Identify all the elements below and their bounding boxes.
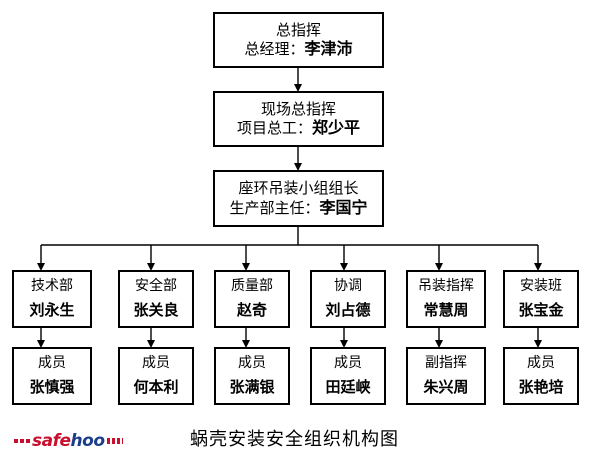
logo-tail <box>106 438 123 444</box>
commander-title: 总指挥 <box>275 20 321 39</box>
dept-title: 吊装指挥 <box>418 277 474 294</box>
dept-lead: 刘永生 <box>29 301 75 320</box>
commander-box: 总指挥 总经理：李津沛 <box>213 12 384 68</box>
dept-box-technical: 技术部 刘永生 <box>12 270 92 328</box>
member-name: 田廷峡 <box>325 378 371 397</box>
member-role: 成员 <box>527 354 555 371</box>
member-name: 张慎强 <box>29 378 75 397</box>
dept-box-lifting-command: 吊装指挥 常慧周 <box>406 270 486 328</box>
group-leader-name: 李国宁 <box>319 197 368 217</box>
dept-title: 协调 <box>334 277 362 294</box>
dept-lead: 赵奇 <box>236 301 267 320</box>
logo-dots <box>14 439 30 443</box>
member-box-coordination: 成员 田廷峡 <box>310 347 386 405</box>
dept-title: 技术部 <box>31 277 73 294</box>
dept-box-safety: 安全部 张关良 <box>118 270 194 328</box>
group-leader-box: 座环吊装小组组长 生产部主任：李国宁 <box>213 170 384 227</box>
member-role: 副指挥 <box>425 354 467 371</box>
member-role: 成员 <box>38 354 66 371</box>
dept-lead: 张关良 <box>133 301 179 320</box>
group-leader-title: 座环吊装小组组长 <box>238 179 359 198</box>
member-box-quality: 成员 张满银 <box>214 347 290 405</box>
member-box-installation-team: 成员 张艳培 <box>503 347 579 405</box>
member-name: 张满银 <box>229 378 275 397</box>
member-box-technical: 成员 张慎强 <box>12 347 92 405</box>
dept-title: 安装班 <box>520 277 562 294</box>
dept-lead: 刘占德 <box>325 301 371 320</box>
member-box-lifting-command: 副指挥 朱兴周 <box>406 347 486 405</box>
member-name: 朱兴周 <box>423 378 469 397</box>
logo-text-part1: safe <box>32 431 71 451</box>
logo-text-part2: hoo <box>70 431 105 451</box>
dept-box-installation-team: 安装班 张宝金 <box>503 270 579 328</box>
commander-label: 总经理： <box>244 40 305 59</box>
dept-lead: 常慧周 <box>423 301 469 320</box>
member-name: 张艳培 <box>518 378 564 397</box>
dept-box-coordination: 协调 刘占德 <box>310 270 386 328</box>
commander-name: 李津沛 <box>304 39 353 59</box>
dept-lead: 张宝金 <box>518 301 564 320</box>
site-commander-name: 郑少平 <box>312 118 361 138</box>
member-role: 成员 <box>238 354 266 371</box>
site-commander-box: 现场总指挥 项目总工：郑少平 <box>213 91 384 147</box>
diagram-caption: 蜗壳安装安全组织机构图 <box>190 429 399 450</box>
member-role: 成员 <box>142 354 170 371</box>
site-commander-label: 项目总工： <box>236 119 312 138</box>
member-name: 何本利 <box>133 378 179 397</box>
group-leader-label: 生产部主任： <box>229 198 320 217</box>
dept-title: 质量部 <box>231 277 273 294</box>
member-role: 成员 <box>334 354 362 371</box>
site-commander-title: 现场总指挥 <box>260 99 336 118</box>
member-box-safety: 成员 何本利 <box>118 347 194 405</box>
dept-box-quality: 质量部 赵奇 <box>214 270 290 328</box>
dept-title: 安全部 <box>135 277 177 294</box>
